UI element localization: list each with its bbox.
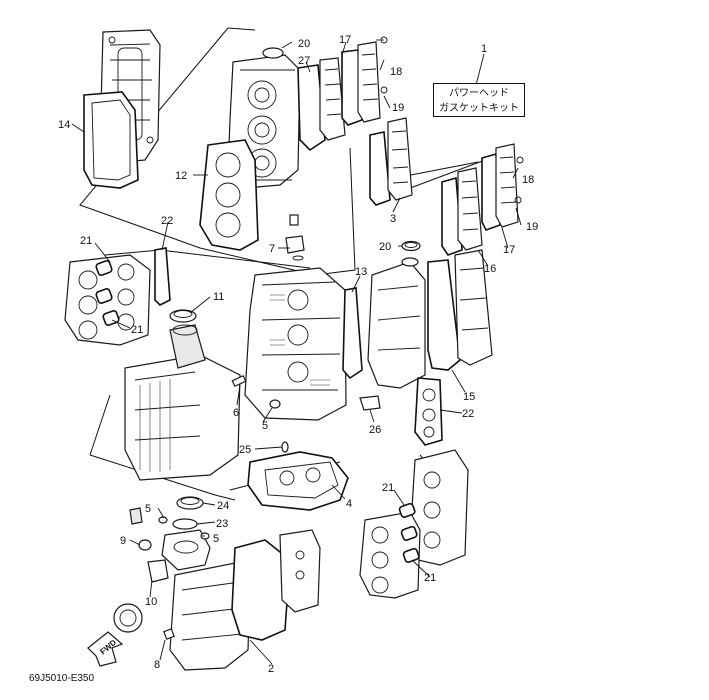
callout-21-upper-left: 21 bbox=[80, 235, 92, 247]
callout-17-right: 17 bbox=[503, 244, 515, 256]
exhaust-manifold-right bbox=[367, 249, 493, 389]
callout-21-lower-left: 21 bbox=[131, 324, 143, 336]
leader-lines bbox=[71, 41, 522, 665]
callout-24: 24 bbox=[217, 500, 229, 512]
callout-7: 7 bbox=[269, 243, 275, 255]
intake-manifold-right bbox=[359, 449, 469, 599]
callout-4: 4 bbox=[346, 498, 352, 510]
callout-18-upper: 18 bbox=[390, 66, 402, 78]
callout-25: 25 bbox=[239, 444, 251, 456]
callout-12: 12 bbox=[175, 170, 187, 182]
crankcase-gasket-4 bbox=[247, 451, 349, 511]
callout-18-right: 18 bbox=[522, 174, 534, 186]
crankcase bbox=[124, 324, 241, 481]
intake-manifold-left bbox=[64, 247, 171, 346]
callout-5-lower-left: 5 bbox=[145, 503, 151, 515]
callout-10: 10 bbox=[145, 596, 157, 608]
callout-20-upper: 20 bbox=[298, 38, 310, 50]
fitting-26 bbox=[359, 395, 381, 411]
callout-22-right: 22 bbox=[462, 408, 474, 420]
intake-gasket-13 bbox=[342, 287, 363, 380]
intake-gasket-22-right bbox=[414, 377, 443, 446]
thermostat bbox=[285, 214, 305, 261]
oil-seal-20-right bbox=[401, 240, 421, 252]
gasket-kit-label: パワーヘッド ガスケットキット bbox=[433, 83, 525, 117]
exhaust-guide-assembly bbox=[113, 529, 321, 671]
callout-21-right-lower: 21 bbox=[424, 572, 436, 584]
callout-1: 1 bbox=[481, 43, 487, 55]
callout-23: 23 bbox=[216, 518, 228, 530]
callout-19-upper: 19 bbox=[392, 102, 404, 114]
callout-14: 14 bbox=[58, 119, 70, 131]
o-ring-5a bbox=[269, 399, 281, 409]
cylinder-block bbox=[244, 267, 347, 421]
exhaust-cover-middle bbox=[369, 117, 413, 206]
seal-6 bbox=[231, 374, 247, 388]
exhaust-cover-stack-right bbox=[441, 143, 524, 256]
seal-23 bbox=[172, 518, 198, 530]
callout-21-right-upper: 21 bbox=[382, 482, 394, 494]
callout-27: 27 bbox=[298, 55, 310, 67]
callout-16: 16 bbox=[484, 263, 496, 275]
exhaust-cover-stack-upper bbox=[297, 36, 388, 152]
oil-seal bbox=[169, 309, 197, 323]
callout-8: 8 bbox=[154, 659, 160, 671]
cylinder-head-cover bbox=[83, 29, 161, 189]
callout-20-right: 20 bbox=[379, 241, 391, 253]
callout-2: 2 bbox=[268, 663, 274, 675]
callout-11: 11 bbox=[213, 291, 224, 303]
oil-seal-24 bbox=[176, 496, 204, 510]
callout-17-upper: 17 bbox=[339, 34, 351, 46]
cylinder-head-gasket bbox=[199, 139, 259, 251]
diagram-code: 69J5010-E350 bbox=[29, 673, 95, 684]
oil-pump-housing bbox=[129, 507, 211, 583]
o-ring-25 bbox=[281, 441, 289, 453]
callout-26: 26 bbox=[369, 424, 381, 436]
kit-title-line-2: ガスケットキット bbox=[439, 103, 519, 114]
callout-15: 15 bbox=[463, 391, 475, 403]
callout-5-lower-right: 5 bbox=[213, 533, 219, 545]
forward-direction-arrow: FWD bbox=[87, 631, 124, 667]
callout-13: 13 bbox=[355, 266, 367, 278]
callout-6: 6 bbox=[233, 407, 239, 419]
callout-19-right: 19 bbox=[526, 221, 538, 233]
callout-9: 9 bbox=[120, 535, 126, 547]
callout-5-block: 5 bbox=[262, 420, 268, 432]
callout-3: 3 bbox=[390, 213, 396, 225]
callout-22-left: 22 bbox=[161, 215, 173, 227]
kit-title-line-1: パワーヘッド bbox=[449, 88, 509, 99]
callouts: 1 2 3 4 5 5 5 6 7 8 9 10 11 12 13 14 15 … bbox=[58, 34, 538, 675]
